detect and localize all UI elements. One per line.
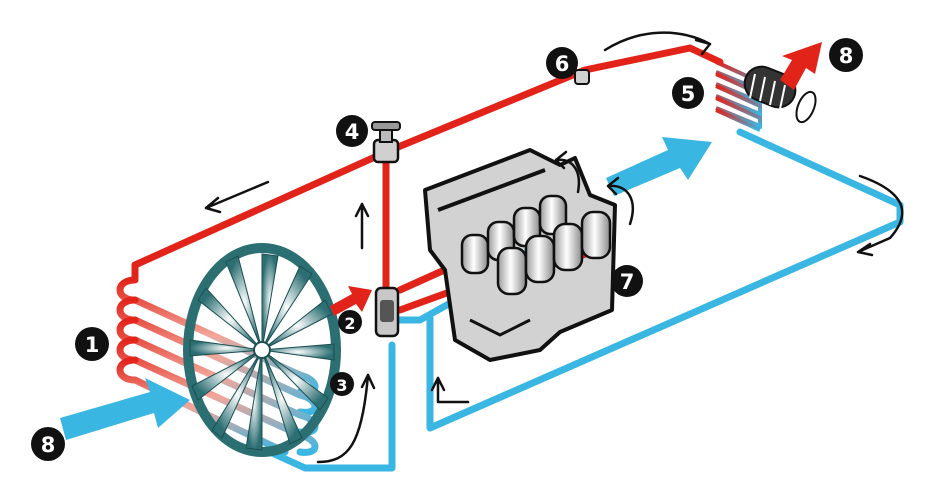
svg-text:2: 2 [344,314,355,333]
svg-text:4: 4 [345,120,360,144]
svg-text:8: 8 [839,44,854,68]
svg-text:7: 7 [620,270,635,294]
airflow-arrows [60,42,822,440]
hot-air-out-arrow [780,42,822,90]
radiator-fan-icon [183,243,341,457]
callout-8-in: 8 [31,427,65,461]
valve-icon [371,121,401,164]
heater-fan-icon [743,65,817,124]
thermostat-icon [374,286,400,338]
bleeder-screw-icon [574,69,590,85]
svg-text:3: 3 [336,376,347,395]
radiator-inlet-pipe [131,148,390,282]
flow-arrow-heater-feed [603,31,712,56]
callout-8-out: 8 [829,38,863,72]
svg-text:5: 5 [681,82,696,106]
callout-1: 1 [75,327,109,361]
air-in-arrow [60,378,190,440]
svg-text:8: 8 [41,433,56,457]
engine-air-arrow [606,137,712,196]
svg-text:6: 6 [555,52,570,76]
flow-arrow-valve-up [354,202,370,250]
callout-6: 6 [546,47,578,79]
callout-5: 5 [672,77,704,109]
flow-arrow-engine-top1 [554,150,581,194]
callout-3: 3 [330,372,354,396]
flow-arrow-engine-in [430,376,470,404]
engine-block-icon [423,148,617,362]
flow-arrow-radiator-top [204,180,270,214]
flow-arrow-heater-return [856,174,904,257]
svg-text:1: 1 [85,333,100,357]
callout-2: 2 [338,310,362,334]
callout-4: 4 [336,115,368,147]
flow-arrow-return-up [316,373,376,464]
radiator-outlet-pipe [266,341,396,472]
callout-7: 7 [611,265,643,297]
flow-arrow-icon [204,31,904,464]
flow-arrow-engine-top2 [606,176,635,226]
engine-hot-arrow [330,286,372,316]
